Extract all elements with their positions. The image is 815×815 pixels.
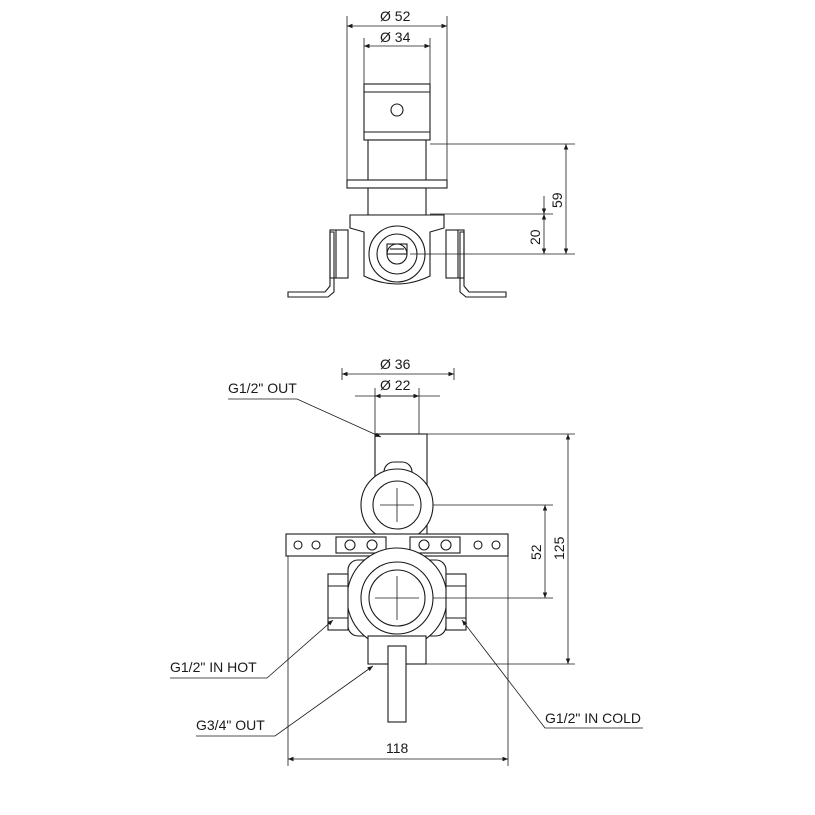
dim-52: 52: [528, 544, 544, 560]
dim-width-118: 118: [386, 740, 409, 756]
dim-top-diameter-34: Ø 34: [380, 29, 411, 45]
handle-hole: [390, 103, 404, 117]
dim-125: 125: [551, 536, 567, 560]
inlet-cold-fitting: [445, 573, 467, 631]
dim-height-20: 20: [527, 229, 543, 245]
inlet-hot-fitting: [327, 573, 349, 631]
bracket-left: [287, 231, 335, 298]
dim-height-59: 59: [549, 192, 565, 208]
label-g12-out: G1/2" OUT: [228, 380, 297, 396]
flange-plate: [346, 179, 448, 189]
bracket-right: [459, 231, 507, 298]
front-view: Ø 36 Ø 22: [170, 356, 643, 766]
label-g12-in-cold: G1/2" IN COLD: [545, 710, 641, 726]
dim-top-diameter-52: Ø 52: [380, 8, 411, 24]
top-view: Ø 52 Ø 34: [287, 8, 575, 298]
lower-outlet-pipe: [387, 645, 407, 723]
dim-front-diameter-36: Ø 36: [380, 356, 411, 372]
label-g34-out: G3/4" OUT: [196, 717, 265, 733]
label-g12-in-hot: G1/2" IN HOT: [170, 659, 257, 675]
side-inlet-left: [329, 229, 349, 279]
dim-front-diameter-22: Ø 22: [380, 377, 411, 393]
